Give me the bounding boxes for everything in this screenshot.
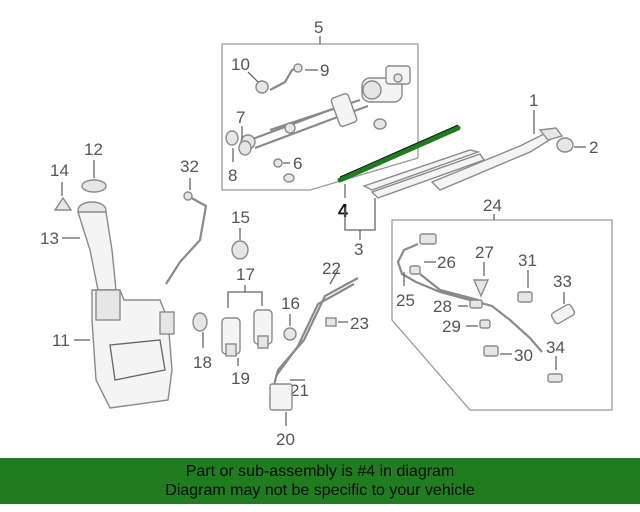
callout-8: 8 — [228, 166, 237, 185]
callout-30: 30 — [514, 346, 533, 365]
callout-1: 1 — [529, 91, 538, 110]
callout-16: 16 — [281, 294, 300, 313]
info-line-1: Part or sub-assembly is #4 in diagram — [185, 463, 455, 480]
washer-reservoir — [91, 289, 175, 409]
callout-20: 20 — [276, 430, 295, 449]
callout-26: 26 — [437, 253, 456, 272]
callout-14: 14 — [50, 161, 69, 180]
callout-21: 21 — [290, 381, 309, 400]
callout-33: 33 — [553, 272, 572, 291]
callout-19: 19 — [231, 369, 250, 388]
callout-27: 27 — [475, 243, 494, 262]
callout-25: 25 — [396, 291, 415, 310]
wiper-motor — [361, 65, 411, 103]
wiper-blade — [362, 149, 486, 199]
callout-17: 17 — [236, 265, 255, 284]
wiper-arm — [430, 127, 564, 191]
callout-18: 18 — [193, 353, 212, 372]
callout-2: 2 — [589, 138, 598, 157]
callout-10: 10 — [231, 55, 250, 74]
info-line-2: Diagram may not be specific to your vehi… — [165, 482, 475, 499]
callout-11: 11 — [52, 331, 70, 350]
callout-4: 4 — [338, 201, 348, 221]
callout-28: 28 — [433, 297, 452, 316]
callout-6: 6 — [293, 154, 302, 173]
callout-7: 7 — [236, 108, 245, 127]
callout-24: 24 — [483, 196, 502, 215]
callout-34: 34 — [546, 338, 565, 357]
callout-3: 3 — [354, 240, 363, 259]
callout-13: 13 — [40, 229, 59, 248]
callout-31: 31 — [518, 251, 537, 270]
callout-22: 22 — [322, 259, 341, 278]
parts-diagram: 5 9 10 7 8 6 1 2 — [40, 18, 613, 449]
callout-5: 5 — [314, 18, 323, 37]
callout-15: 15 — [231, 208, 250, 227]
callout-12: 12 — [84, 140, 103, 159]
callout-29: 29 — [442, 317, 461, 336]
filler-neck — [77, 201, 117, 291]
info-banner: Part or sub-assembly is #4 in diagram Di… — [0, 458, 640, 504]
callout-9: 9 — [320, 61, 329, 80]
wiper-refill-highlight — [337, 125, 461, 183]
callout-32: 32 — [180, 157, 199, 176]
callout-23: 23 — [350, 314, 369, 333]
washer-pumps — [221, 309, 273, 357]
